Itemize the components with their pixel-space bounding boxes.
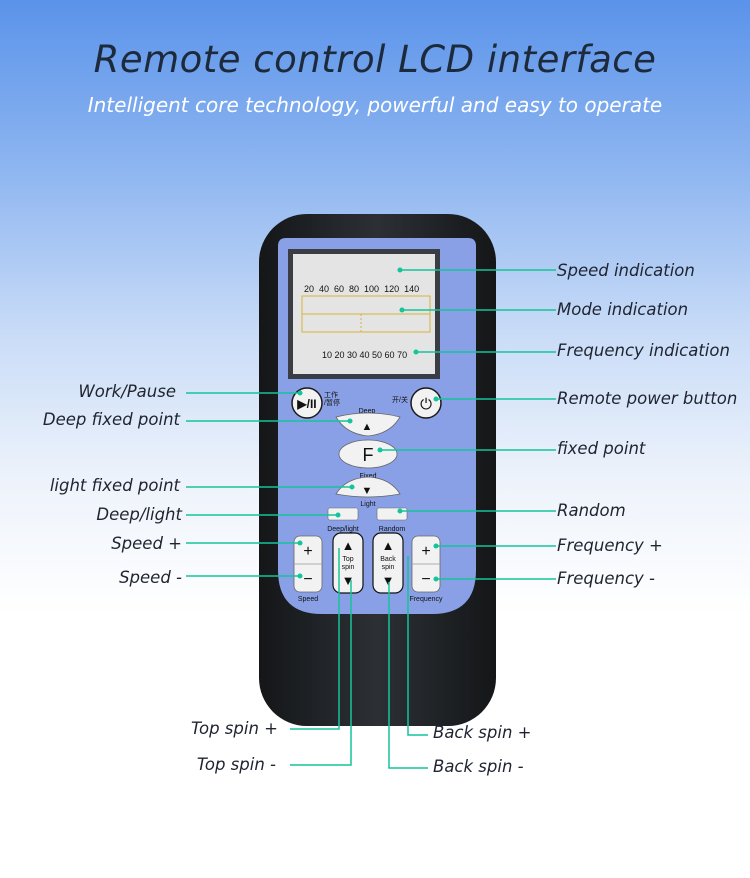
callout-top-spin-plus: Top spin + (190, 719, 278, 738)
power-icon: ⏻ (420, 396, 432, 413)
callout-deep-fixed: Deep fixed point (42, 410, 180, 429)
down-arrow-icon: ▼ (362, 485, 373, 497)
top-spin-rocker (332, 532, 364, 594)
fixed-point-button[interactable] (338, 439, 398, 469)
page-title: Remote control LCD interface (93, 38, 657, 81)
random-label: Random (379, 526, 406, 533)
back-spin-up-icon[interactable]: ▲ (382, 538, 395, 553)
top-spin-label-1: Top (342, 556, 353, 563)
speed-minus-button[interactable]: − (303, 571, 312, 588)
frequency-plus-button[interactable]: + (421, 543, 430, 560)
power-button[interactable] (410, 387, 442, 419)
fixed-symbol: F (363, 445, 374, 465)
back-spin-label-1: Back (380, 556, 396, 563)
back-spin-label-2: spin (382, 564, 395, 571)
deep-fixed-button[interactable] (335, 412, 401, 437)
callout-light-fixed: light fixed point (49, 476, 180, 495)
callout-deep-light: Deep/light (96, 505, 182, 524)
deep-light-button[interactable] (327, 507, 359, 521)
callout-frequency-indication: Frequency indication (557, 341, 730, 360)
up-arrow-icon: ▲ (362, 421, 373, 433)
deep-light-label: Deep/light (327, 526, 359, 533)
back-spin-down-icon[interactable]: ▼ (382, 573, 395, 588)
back-spin-rocker (372, 532, 404, 594)
callout-work-pause: Work/Pause (78, 382, 176, 401)
top-spin-down-icon[interactable]: ▼ (342, 573, 355, 588)
light-fixed-button[interactable] (335, 476, 401, 498)
light-label: Light (360, 501, 375, 508)
callout-top-spin-minus: Top spin - (196, 755, 276, 774)
callout-random: Random (557, 501, 626, 520)
lcd-speed-scale: 20 40 60 80 100 120 140 (304, 284, 419, 294)
callout-speed-minus: Speed - (119, 568, 182, 587)
callout-back-spin-minus: Back spin - (433, 757, 524, 776)
deep-label: Deep (359, 408, 376, 415)
power-cn: 开/关 (392, 395, 408, 404)
lcd-frequency-scale: 10 20 30 40 50 60 70 (322, 350, 407, 360)
play-pause-icon: ▶/II (296, 397, 316, 411)
frequency-minus-button[interactable]: − (421, 571, 430, 588)
callout-lines (186, 267, 556, 769)
speed-plus-button[interactable]: + (303, 543, 312, 560)
callout-fixed-point: fixed point (557, 439, 646, 458)
frequency-label: Frequency (409, 596, 443, 603)
callout-remote-power: Remote power button (557, 389, 738, 408)
top-spin-up-icon[interactable]: ▲ (342, 538, 355, 553)
random-button[interactable] (376, 507, 408, 521)
callout-mode-indication: Mode indication (557, 300, 689, 319)
callout-speed-plus: Speed + (111, 534, 182, 553)
callout-back-spin-plus: Back spin + (433, 723, 532, 742)
callout-frequency-minus: Frequency - (557, 569, 656, 588)
callout-speed-indication: Speed indication (557, 261, 695, 280)
callout-frequency-plus: Frequency + (557, 536, 663, 555)
fixed-label: Fixed (359, 473, 376, 480)
speed-label: Speed (298, 596, 318, 603)
top-spin-label-2: spin (342, 564, 355, 571)
work-pause-cn: 工作/暂停 (324, 390, 340, 407)
page-subtitle: Intelligent core technology, powerful an… (87, 93, 663, 117)
